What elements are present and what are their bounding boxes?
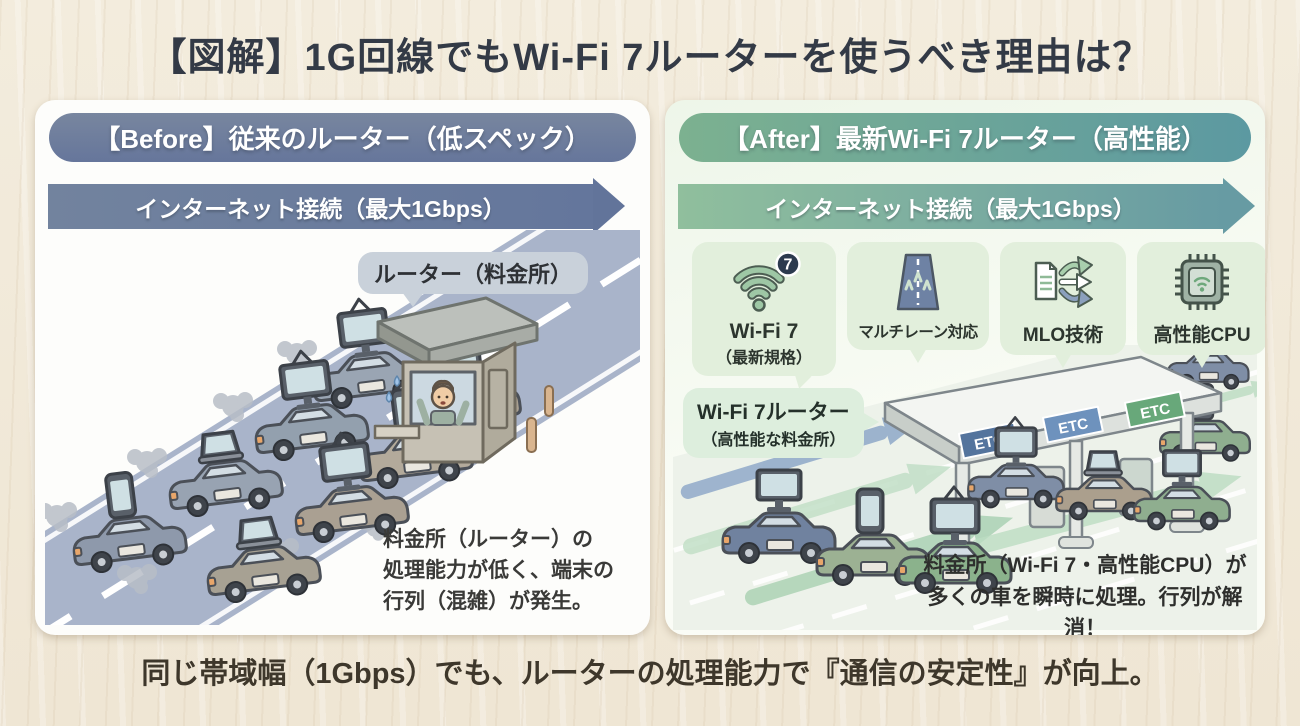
feature-wifi7: 7 Wi-Fi 7 （最新規格） [692, 242, 836, 376]
wifi7-badge: 7 [784, 257, 793, 274]
after-arrow-label: インターネット接続（最大1Gbps） [678, 184, 1223, 229]
after-header: 【After】最新Wi-Fi 7ルーター（高性能） [679, 113, 1251, 162]
feature-cpu: 高性能CPU [1137, 242, 1265, 368]
after-panel: 【After】最新Wi-Fi 7ルーター（高性能） インターネット接続（最大1G… [665, 100, 1265, 635]
before-arrow-label: インターネット接続（最大1Gbps） [48, 184, 593, 229]
etc-sign-label: ETC [1139, 400, 1172, 423]
router-tollgate-label: ルーター（料金所） [358, 252, 589, 307]
sweat-drops [385, 375, 401, 403]
cpu-icon [1175, 254, 1229, 310]
wifi7-router-label-line1: Wi-Fi 7ルーター [697, 401, 850, 424]
feature-sublabel: （最新規格） [715, 350, 812, 367]
footer-conclusion: 同じ帯域幅（1Gbps）でも、ルーターの処理能力で『通信の安定性』が向上。 [141, 658, 1159, 690]
before-header: 【Before】従来のルーター（低スペック） [49, 113, 636, 162]
before-illustration [45, 230, 640, 625]
feature-label: 高性能CPU [1153, 325, 1251, 346]
multi-lane-icon [896, 253, 940, 311]
page-title: 【図解】1G回線でもWi-Fi 7ルーターを使うべき理由は？ [148, 37, 1152, 79]
arrow-head-icon [593, 178, 625, 234]
wifi7-router-label: Wi-Fi 7ルーター （高性能な料金所） [683, 388, 879, 458]
feature-label: MLO技術 [1022, 325, 1104, 346]
stressed-operator [416, 379, 470, 426]
feature-multilane: マルチレーン対応 [847, 242, 989, 363]
after-illustration: ETC ETC ETC [673, 345, 1257, 630]
arrow-head-icon [1223, 178, 1255, 234]
wifi7-router-label-line2: （高性能な料金所） [701, 432, 846, 449]
feature-label: Wi-Fi 7 [729, 320, 799, 343]
etc-sign-label: ETC [1057, 415, 1090, 438]
toll-booth [373, 296, 554, 464]
after-caption: 料金所（Wi-Fi 7・高性能CPU）が 多くの車を瞬時に処理。行列が解消！ [923, 554, 1247, 635]
feature-mlo: MLO技術 [1000, 242, 1126, 368]
before-caption: 料金所（ルーター）の 処理能力が低く、端末の 行列（混雑）が発生。 [383, 528, 614, 614]
wifi-7-icon: 7 [733, 251, 801, 312]
feature-row: 7 Wi-Fi 7 （最新規格） マルチレーン対応 [692, 242, 1265, 376]
etc-sign-green: ETC [1123, 390, 1186, 429]
before-panel: 【Before】従来のルーター（低スペック） インターネット接続（最大1Gbps… [35, 100, 650, 635]
feature-label: マルチレーン対応 [858, 324, 978, 341]
mlo-icon [1034, 256, 1093, 308]
etc-sign-lightblue: ETC [1041, 405, 1104, 444]
